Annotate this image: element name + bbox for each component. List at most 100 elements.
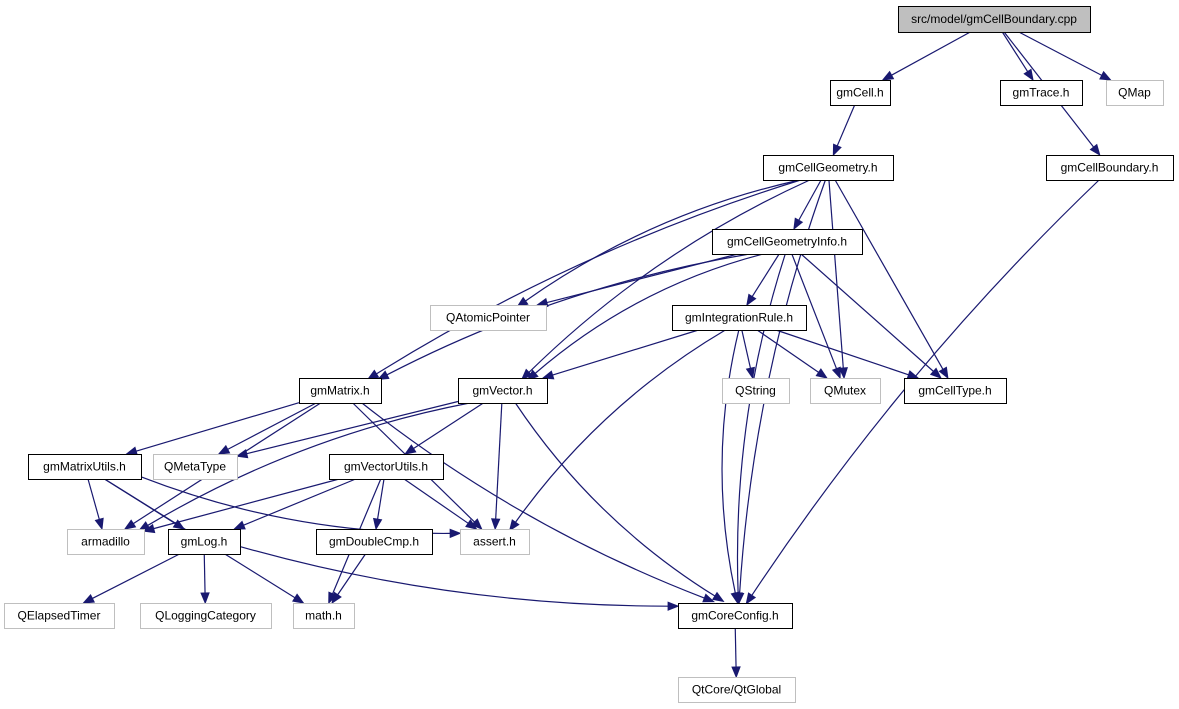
edge-root-to-QMap (1018, 31, 1112, 81)
edge-gmLog-to-gmCoreConfig (239, 545, 680, 611)
arrowhead-icon (449, 528, 462, 539)
node-root[interactable]: src/model/gmCellBoundary.cpp (898, 6, 1091, 33)
edge-line (534, 253, 764, 374)
edge-line (1018, 31, 1103, 76)
edge-line (337, 553, 366, 596)
arrowhead-icon (94, 517, 104, 531)
arrowhead-icon (702, 593, 715, 603)
arrowhead-icon (200, 592, 210, 605)
edge-line (413, 402, 484, 450)
node-gm-integration-rule[interactable]: gmIntegrationRule.h (672, 305, 807, 331)
edge-line (147, 402, 470, 526)
node-gm-matrix[interactable]: gmMatrix.h (299, 378, 382, 404)
edge-gmCoreConfig-to-QtGlobal (731, 627, 741, 679)
node-gm-cell-geometry[interactable]: gmCellGeometry.h (763, 155, 894, 181)
edge-line (552, 329, 699, 376)
node-qelapsed-timer[interactable]: QElapsedTimer (4, 603, 115, 629)
node-label: gmVectorUtils.h (344, 460, 428, 474)
node-label: src/model/gmCellBoundary.cpp (911, 12, 1077, 26)
edge-line (246, 400, 459, 455)
node-math[interactable]: math.h (293, 603, 355, 629)
node-box (678, 603, 793, 629)
node-label: gmCoreConfig.h (691, 609, 778, 623)
edge-line (243, 478, 356, 526)
node-box (293, 603, 355, 629)
node-box (1046, 155, 1174, 181)
edge-line (721, 329, 740, 594)
node-qmap[interactable]: QMap (1106, 80, 1164, 106)
node-gm-matrix-utils[interactable]: gmMatrixUtils.h (28, 454, 142, 480)
arrowhead-icon (82, 594, 95, 604)
node-qlogging-category[interactable]: QLoggingCategory (140, 603, 272, 629)
node-qt-global[interactable]: QtCore/QtGlobal (678, 677, 796, 703)
node-box (904, 378, 1007, 404)
node-gm-log[interactable]: gmLog.h (168, 529, 241, 555)
edge-gmCellGeometryInfo-to-QMutex (791, 253, 841, 380)
node-label: math.h (305, 609, 342, 623)
edge-gmCellGeometry-to-gmCellType (834, 179, 949, 380)
edge-line (756, 329, 819, 373)
edge-gmCellGeometry-to-gmCellGeometryInfo (793, 179, 822, 231)
arrowhead-icon (376, 370, 390, 381)
node-box (810, 378, 881, 404)
node-label: QAtomicPointer (446, 311, 530, 325)
edge-gmIntegrationRule-to-gmVector (541, 329, 699, 380)
node-label: gmMatrixUtils.h (43, 460, 126, 474)
edge-line (775, 329, 909, 376)
node-label: gmLog.h (181, 535, 228, 549)
nodes-layer: src/model/gmCellBoundary.cpp gmCell.h gmTr… (4, 6, 1174, 703)
node-box (460, 529, 530, 555)
node-qmutex[interactable]: QMutex (810, 378, 881, 404)
node-label: gmTrace.h (1013, 86, 1070, 100)
edge-line (514, 402, 716, 597)
node-label: gmCellBoundary.h (1061, 161, 1159, 175)
node-label: QtCore/QtGlobal (692, 683, 781, 697)
node-label: gmVector.h (472, 384, 532, 398)
edge-line (376, 179, 801, 375)
node-qstring[interactable]: QString (722, 378, 790, 404)
edge-line (135, 402, 300, 452)
node-armadillo[interactable]: armadillo (67, 529, 145, 555)
arrowhead-icon (520, 368, 533, 381)
edge-line (87, 478, 100, 520)
edge-line (891, 31, 971, 76)
node-label: QMutex (824, 384, 866, 398)
edge-line (495, 402, 503, 520)
edge-line (834, 179, 944, 370)
node-qmeta-type[interactable]: QMetaType (153, 454, 238, 480)
edge-gmMatrixUtils-to-assert (140, 476, 462, 539)
arrowhead-icon (233, 520, 246, 530)
arrowhead-icon (815, 368, 828, 379)
node-box (28, 454, 142, 480)
arrowhead-icon (745, 366, 755, 380)
node-gm-core-config[interactable]: gmCoreConfig.h (678, 603, 793, 629)
arrowhead-icon (711, 591, 725, 603)
edge-gmCellGeometryInfo-to-gmIntegrationRule (746, 253, 780, 307)
node-gm-cell-type[interactable]: gmCellType.h (904, 378, 1007, 404)
node-gm-cell[interactable]: gmCell.h (830, 80, 891, 106)
node-label: QString (735, 384, 776, 398)
arrowhead-icon (793, 217, 804, 231)
node-gm-cell-boundary-h[interactable]: gmCellBoundary.h (1046, 155, 1174, 181)
node-label: armadillo (81, 535, 130, 549)
node-box (712, 229, 863, 255)
node-gm-cell-geometry-info[interactable]: gmCellGeometryInfo.h (712, 229, 863, 255)
node-label: gmMatrix.h (310, 384, 369, 398)
edge-gmCellGeometryInfo-to-gmCellType (800, 253, 942, 379)
arrowhead-icon (1089, 143, 1101, 157)
node-gm-vector-utils[interactable]: gmVectorUtils.h (329, 454, 444, 480)
arrowhead-icon (125, 446, 138, 456)
node-gm-vector[interactable]: gmVector.h (458, 378, 548, 404)
arrowhead-icon (1023, 68, 1034, 82)
edge-gmCellGeometry-to-gmMatrix (366, 179, 801, 380)
edge-line (227, 402, 317, 450)
node-gm-trace[interactable]: gmTrace.h (1000, 80, 1083, 106)
node-assert[interactable]: assert.h (460, 529, 530, 555)
edge-line (751, 253, 780, 297)
edge-line (140, 476, 451, 534)
edge-gmLog-to-QLoggingCategory (200, 553, 210, 605)
node-gm-double-cmp[interactable]: gmDoubleCmp.h (316, 529, 433, 555)
edge-gmIntegrationRule-to-gmCellType (775, 329, 920, 380)
edge-line (836, 104, 856, 147)
node-qatomic-pointer[interactable]: QAtomicPointer (430, 305, 547, 331)
